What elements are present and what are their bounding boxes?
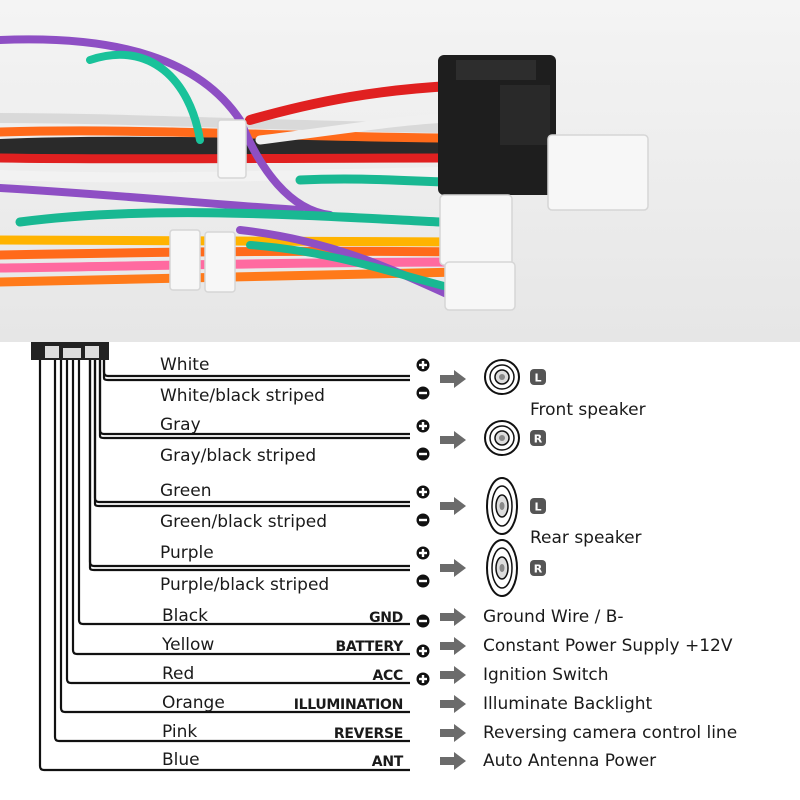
- arrow-right-icon: [440, 559, 466, 577]
- arrow-right-icon: [440, 370, 466, 388]
- wire-label-gray-black: Gray/black striped: [160, 446, 316, 466]
- arrow-right-icon: [440, 497, 466, 515]
- speaker-oval-icon: [486, 477, 518, 535]
- rear-speaker-label: Rear speaker: [530, 528, 642, 548]
- arrow-right-icon: [440, 431, 466, 449]
- plus-icon: [416, 644, 430, 658]
- arrow-right-icon: [440, 637, 466, 655]
- wire-label-blue: Blue: [162, 750, 200, 770]
- tag-reverse: REVERSE: [334, 726, 403, 742]
- badge-right: R: [530, 430, 546, 446]
- speaker-round-icon: [484, 420, 520, 456]
- minus-icon: [416, 386, 430, 400]
- wire-label-white-black: White/black striped: [160, 386, 325, 406]
- tag-acc: ACC: [373, 668, 404, 684]
- badge-right: R: [530, 560, 546, 576]
- tag-illumination: ILLUMINATION: [294, 697, 403, 713]
- plus-icon: [416, 546, 430, 560]
- badge-left: L: [530, 498, 546, 514]
- arrow-right-icon: [440, 608, 466, 626]
- function-ground: Ground Wire / B-: [483, 607, 624, 627]
- front-speaker-label: Front speaker: [530, 400, 646, 420]
- minus-icon: [416, 447, 430, 461]
- wire-label-red: Red: [162, 664, 194, 684]
- wire-lines: [38, 360, 410, 772]
- function-acc: Ignition Switch: [483, 665, 608, 685]
- wire-label-white: White: [160, 355, 209, 375]
- wire-label-yellow: Yellow: [161, 635, 214, 655]
- wire-label-orange: Orange: [162, 693, 225, 713]
- plus-icon: [416, 419, 430, 433]
- badge-left: L: [530, 369, 546, 385]
- plus-icon: [416, 358, 430, 372]
- wire-label-green-black: Green/black striped: [160, 512, 327, 532]
- svg-text:R: R: [534, 563, 543, 576]
- function-illumination: Illuminate Backlight: [483, 694, 653, 714]
- function-reverse: Reversing camera control line: [483, 723, 737, 743]
- speaker-oval-icon: [486, 539, 518, 597]
- wiring-diagram: White White/black striped Gray Gray/blac…: [31, 342, 737, 772]
- minus-icon: [416, 574, 430, 588]
- wire-label-purple-black: Purple/black striped: [160, 575, 329, 595]
- arrow-right-icon: [440, 666, 466, 684]
- main-connector: [438, 55, 556, 195]
- arrows: [440, 370, 466, 770]
- wire-label-purple: Purple: [160, 543, 214, 563]
- wire-label-gray: Gray: [160, 415, 201, 435]
- arrow-right-icon: [440, 752, 466, 770]
- svg-text:L: L: [534, 372, 541, 385]
- wire-label-black: Black: [162, 606, 208, 626]
- white-connectors: [169, 119, 649, 311]
- svg-text:R: R: [534, 433, 543, 446]
- tag-gnd: GND: [369, 610, 403, 626]
- arrow-right-icon: [440, 695, 466, 713]
- tag-ant: ANT: [372, 754, 404, 770]
- minus-icon: [416, 513, 430, 527]
- tag-battery: BATTERY: [336, 639, 405, 655]
- function-battery: Constant Power Supply +12V: [483, 636, 733, 656]
- plus-icon: [416, 485, 430, 499]
- plus-icon: [416, 672, 430, 686]
- minus-icon: [416, 614, 430, 628]
- function-antenna: Auto Antenna Power: [483, 751, 656, 771]
- arrow-right-icon: [440, 724, 466, 742]
- polarity-icons: [416, 358, 430, 686]
- harness-plug: [31, 342, 109, 360]
- harness-photo: [0, 0, 800, 342]
- wire-label-green: Green: [160, 481, 211, 501]
- wire-label-pink: Pink: [162, 722, 197, 742]
- speaker-round-icon: [484, 359, 520, 395]
- svg-text:L: L: [534, 501, 541, 514]
